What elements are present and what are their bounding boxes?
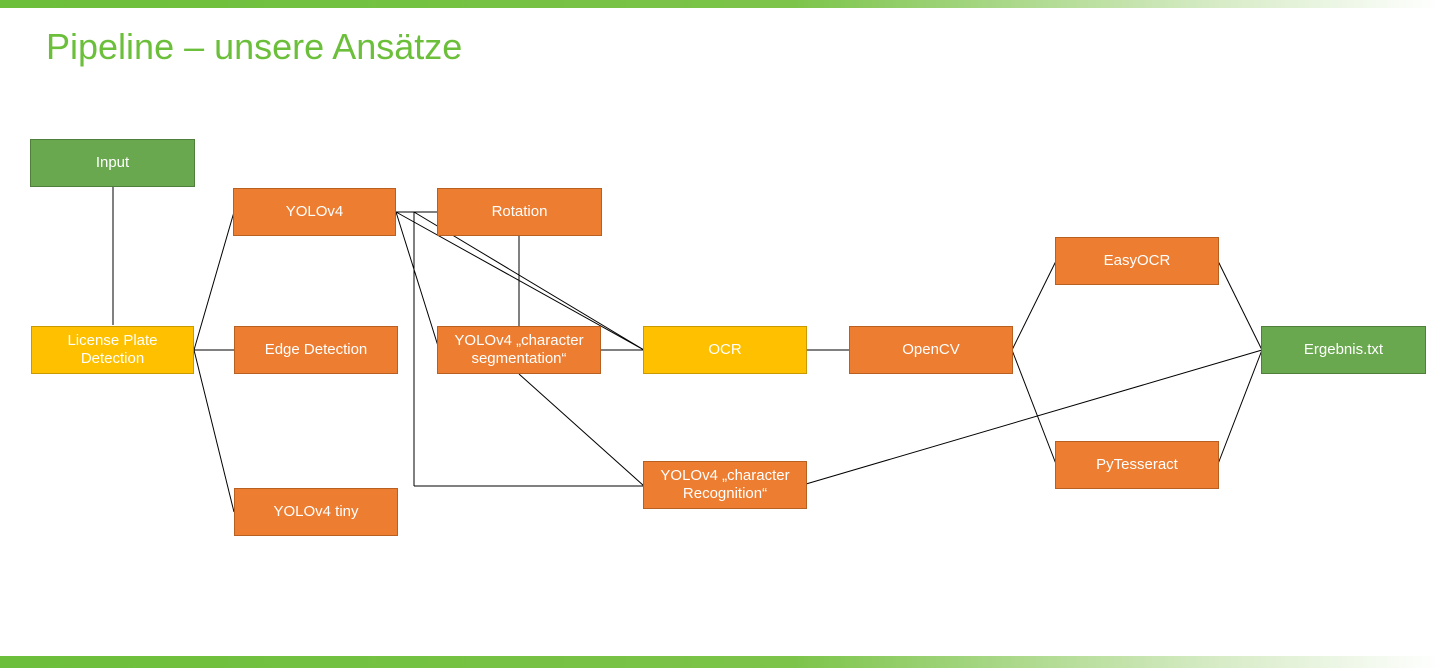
edge-charrec-ergebnis — [805, 349, 1263, 485]
edge-charseg-charrec — [518, 373, 645, 487]
node-opencv: OpenCV — [849, 326, 1013, 374]
node-character-segmentation: YOLOv4 „character segmentation“ — [437, 326, 601, 374]
edge-yolov4-charseg — [395, 211, 439, 347]
edge-pytesseract-ergebnis — [1217, 349, 1263, 465]
edge-lpd-tiny — [193, 349, 235, 513]
node-character-recognition: YOLOv4 „character Recognition“ — [643, 461, 807, 509]
node-easyocr: EasyOCR — [1055, 237, 1219, 285]
edge-opencv-easyocr — [1011, 260, 1057, 351]
node-edge-detection: Edge Detection — [234, 326, 398, 374]
node-pytesseract: PyTesseract — [1055, 441, 1219, 489]
edge-easyocr-ergebnis — [1217, 260, 1263, 351]
node-yolov4: YOLOv4 — [233, 188, 396, 236]
node-yolov4-tiny: YOLOv4 tiny — [234, 488, 398, 536]
node-ergebnis-txt: Ergebnis.txt — [1261, 326, 1426, 374]
node-license-plate-detection: License Plate Detection — [31, 326, 194, 374]
node-rotation: Rotation — [437, 188, 602, 236]
slide-title: Pipeline – unsere Ansätze — [46, 26, 463, 67]
node-ocr: OCR — [643, 326, 807, 374]
top-accent-bar — [0, 0, 1440, 8]
edge-lpd-yolov4 — [193, 211, 235, 351]
bottom-accent-bar — [0, 656, 1440, 668]
node-input: Input — [30, 139, 195, 187]
edge-opencv-pytesseract — [1011, 349, 1057, 465]
